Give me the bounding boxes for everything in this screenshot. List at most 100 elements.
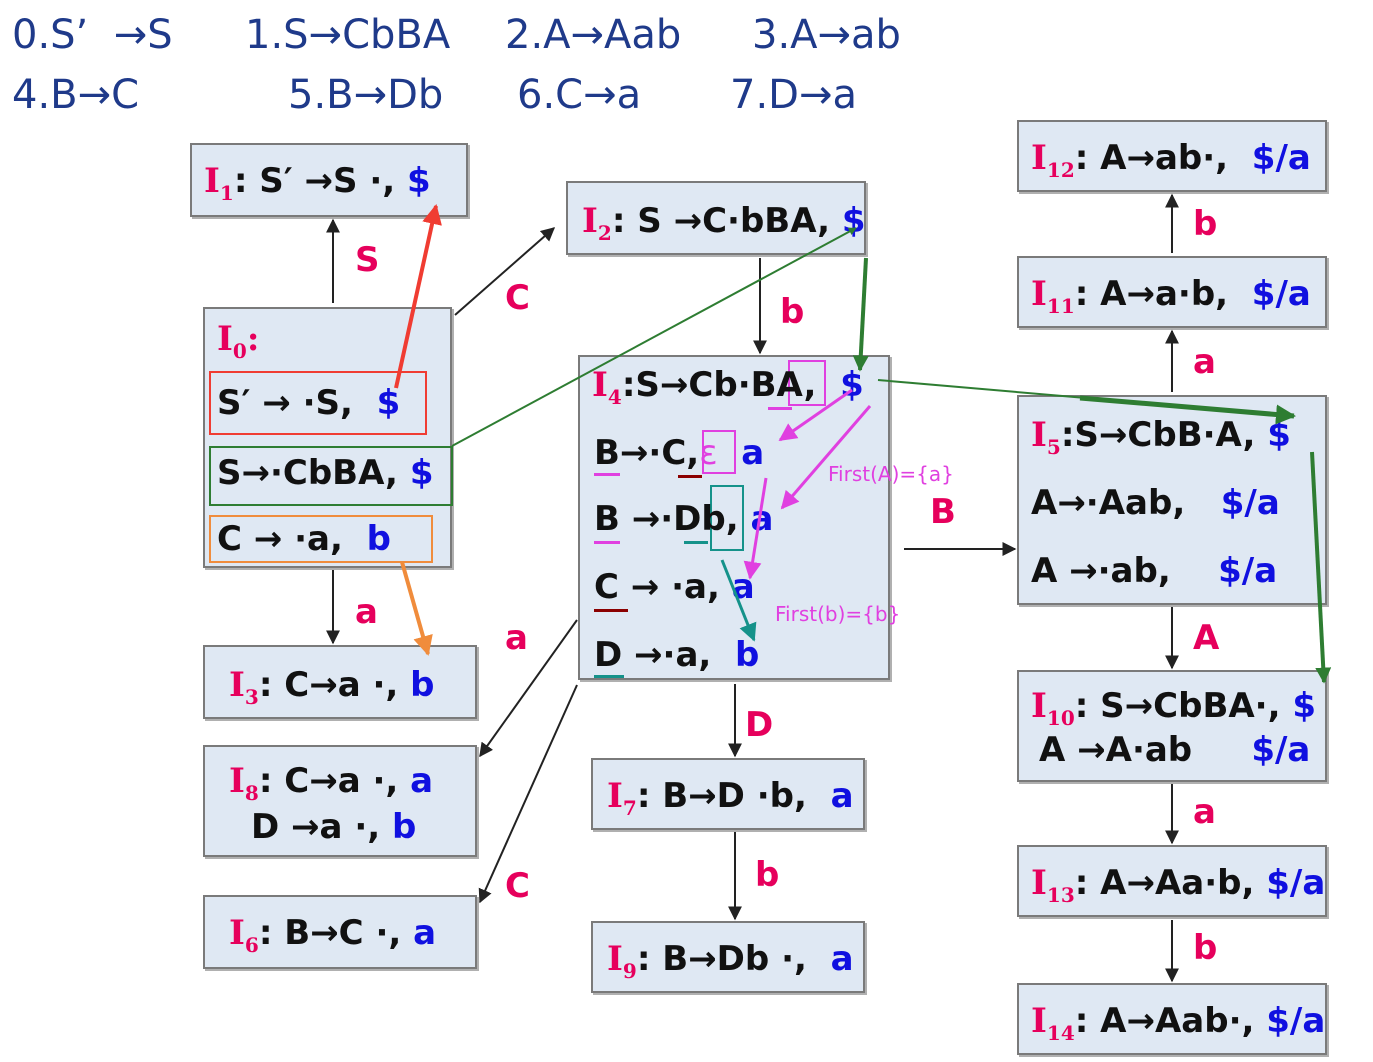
state-I5: I5:S→CbB·A, $ A→·Aab, $/a A →·ab, $/a <box>1017 395 1327 605</box>
state-name: I4 <box>592 365 622 409</box>
propagation-magenta-3 <box>743 477 768 580</box>
edge-label-I0-I2: C <box>505 278 530 318</box>
state-I12: I12: A→ab·, $/a <box>1017 120 1327 192</box>
edge-label-I0-I3: a <box>355 592 378 632</box>
propagation-magenta-1 <box>778 388 853 442</box>
item-rule: : S′ →S ·, <box>233 161 396 201</box>
symbol-highlight-epsilon <box>702 430 736 474</box>
item-highlight-green <box>209 446 453 506</box>
lookahead: $ <box>409 453 434 493</box>
item-rule: : A→ab·, <box>1074 138 1229 178</box>
edge-label-I11-I12: b <box>1193 204 1218 244</box>
item-rule: :S→Cb·BA, <box>621 365 817 405</box>
symbol-highlight-A <box>788 360 826 406</box>
item-rule: A →·ab, <box>1031 551 1171 591</box>
production-5: 5.B→Db <box>288 72 444 118</box>
arrow-I0-I2 <box>454 227 556 316</box>
propagation-green-I4-I5-head <box>1079 395 1296 425</box>
state-I2: I2: S →C·bBA, $ <box>566 181 866 255</box>
lookahead: $/a <box>1251 730 1311 770</box>
production-4: 4.B→C <box>12 72 140 118</box>
state-name: I9 <box>607 939 637 983</box>
arrow-I4-I6 <box>478 684 578 904</box>
production-0: 0.S’ →S <box>12 12 173 58</box>
item-rule: : C→a ·, <box>258 665 399 705</box>
lookahead: $/a <box>1220 483 1280 523</box>
propagation-green-I2-I4 <box>852 257 869 372</box>
edge-label-I5-I10: A <box>1193 618 1220 658</box>
edge-label-I0-I1: S <box>355 240 380 280</box>
lookahead: $/a <box>1218 551 1278 591</box>
state-I10: I10: S→CbBA·, $ A →A·ab $/a <box>1017 670 1327 782</box>
lookahead: a <box>830 939 854 979</box>
propagation-orange <box>400 561 433 656</box>
edge-label-I10-I13: a <box>1193 792 1216 832</box>
item-rule: : B→C ·, <box>258 913 402 953</box>
lookahead: $/a <box>1266 1001 1326 1041</box>
arrow-I4-I8 <box>479 619 578 758</box>
state-I9: I9: B→Db ·, a <box>591 921 865 993</box>
state-name: I11 <box>1031 274 1075 318</box>
edge-label-I13-I14: b <box>1193 928 1218 968</box>
propagation-magenta-2 <box>780 405 872 510</box>
state-name: I13 <box>1031 863 1075 907</box>
production-7: 7.D→a <box>730 72 857 118</box>
item-rule: : A→Aa·b, <box>1074 863 1255 903</box>
lookahead: $ <box>407 161 431 201</box>
production-2: 2.A→Aab <box>505 12 682 58</box>
state-name: I0: <box>217 319 260 363</box>
item-rule: S′ → ·S, <box>217 383 353 423</box>
item-rule: D →a ·, <box>251 807 381 847</box>
propagation-red <box>394 204 442 389</box>
item-rule: C → ·a, <box>217 519 343 559</box>
lookahead: $/a <box>1251 274 1311 314</box>
underline-d-teal <box>684 541 708 544</box>
lookahead: a <box>830 776 854 816</box>
state-name: I2 <box>582 201 612 245</box>
state-name: I3 <box>229 665 259 709</box>
state-I14: I14: A→Aab·, $/a <box>1017 983 1327 1055</box>
item-rule: : S →C·bBA, <box>611 201 831 241</box>
state-I11: I11: A→a·b, $/a <box>1017 256 1327 328</box>
propagation-green-I5-I10 <box>1310 451 1332 684</box>
item-rule: : B→D ·b, <box>636 776 807 816</box>
edge-label-I4-I7: D <box>745 705 774 745</box>
item-rule: B →·Db, <box>594 499 739 539</box>
state-I7: I7: B→D ·b, a <box>591 758 865 830</box>
lookahead: a <box>741 433 765 473</box>
edge-label-I2-I4: b <box>780 292 805 332</box>
edge-label-I4-I6: C <box>505 866 530 906</box>
production-6: 6.C→a <box>517 72 642 118</box>
item-highlight-orange <box>209 515 433 563</box>
item-highlight-red <box>209 371 427 435</box>
lookahead: $ <box>1267 415 1291 455</box>
lookahead: b <box>410 665 435 705</box>
edge-label-I4-I5: B <box>930 492 956 532</box>
item-rule: : B→Db ·, <box>636 939 807 979</box>
state-name: I12 <box>1031 138 1075 182</box>
item-rule: : S→CbBA·, <box>1074 686 1281 726</box>
item-rule: A →A·ab <box>1039 730 1193 770</box>
underline-b-magenta-2 <box>594 473 620 476</box>
underline-d-teal-2 <box>594 675 624 678</box>
underline-c-red-2 <box>594 609 628 612</box>
lookahead: b <box>366 519 391 559</box>
item-rule: : A→Aab·, <box>1074 1001 1255 1041</box>
first-b-note: First(b)={b} <box>775 602 901 626</box>
lookahead: a <box>413 913 437 953</box>
underline-b-magenta-3 <box>594 541 620 544</box>
production-3: 3.A→ab <box>752 12 901 58</box>
state-name: I8 <box>229 761 259 805</box>
lookahead: b <box>392 807 417 847</box>
item-rule: S→·CbBA, <box>217 453 398 493</box>
production-1: 1.S→CbBA <box>245 12 451 58</box>
item-rule: : A→a·b, <box>1074 274 1229 314</box>
lookahead: $ <box>1292 686 1317 726</box>
symbol-highlight-b <box>710 485 744 551</box>
state-name: I14 <box>1031 1001 1075 1045</box>
item-rule: : C→a ·, <box>258 761 399 801</box>
item-rule: B→·C, <box>594 433 700 473</box>
first-a-note: First(A)={a} <box>828 462 954 486</box>
item-rule: D →·a, <box>594 635 712 675</box>
edge-label-I7-I9: b <box>755 855 780 895</box>
